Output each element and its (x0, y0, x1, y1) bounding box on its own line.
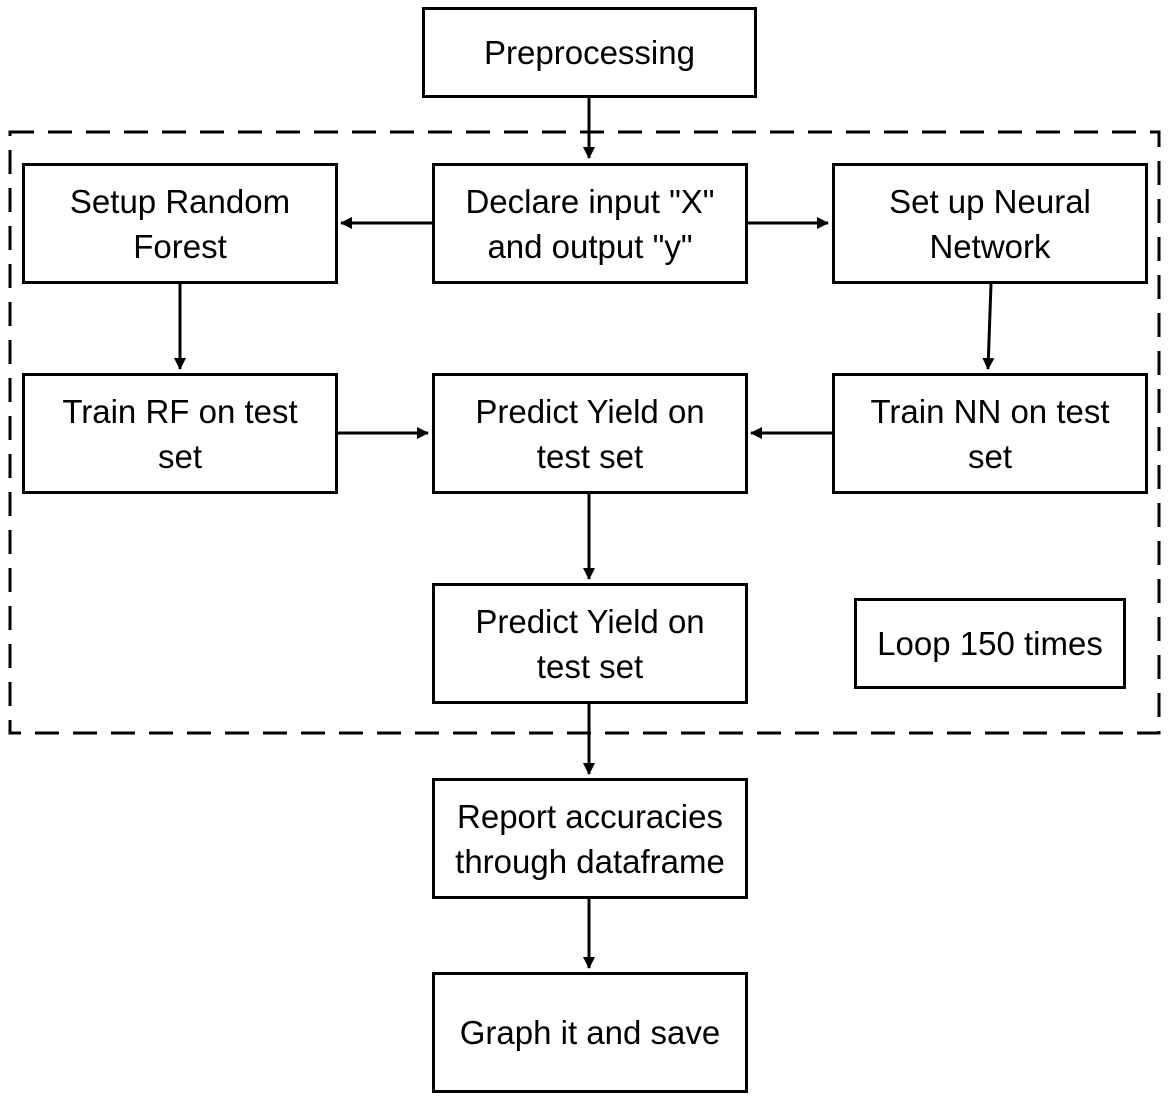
node-label-line-1: Predict Yield on (475, 602, 705, 640)
node-label: Graph it and save (459, 1014, 721, 1051)
node-graph-and-save: Graph it and save (432, 972, 748, 1093)
node-report-accuracies: Report accuracies through dataframe (432, 778, 748, 899)
node-label-line-1: Train RF on test (62, 392, 298, 430)
node-label-line-2: set (967, 437, 1013, 475)
node-label: Preprocessing (484, 34, 695, 71)
node-setup-neural-network: Set up Neural Network (832, 163, 1148, 284)
node-label-line-2: and output "y" (487, 227, 693, 265)
node-train-rf: Train RF on test set (22, 373, 338, 494)
node-label-line-1: Setup Random (69, 182, 291, 220)
node-preprocessing: Preprocessing (422, 7, 757, 98)
node-label-line-2: through dataframe (455, 842, 725, 880)
node-label-line-2: test set (536, 647, 644, 685)
node-declare-input-output: Declare input "X" and output "y" (432, 163, 748, 284)
node-label-line-2: Forest (133, 227, 227, 265)
loop-label: Loop 150 times (877, 625, 1103, 662)
node-label-line-1: Train NN on test (870, 392, 1110, 430)
node-predict-yield-upper: Predict Yield on test set (432, 373, 748, 494)
node-train-nn: Train NN on test set (832, 373, 1148, 494)
arrow-setup-nn-to-train-nn (982, 283, 995, 370)
node-label-line-1: Predict Yield on (475, 392, 705, 430)
node-label-line-1: Declare input "X" (465, 182, 715, 220)
node-label-line-2: set (157, 437, 202, 475)
loop-label-box: Loop 150 times (854, 598, 1126, 689)
node-label-line-1: Set up Neural (889, 182, 1091, 220)
node-label-line-2: Network (929, 227, 1051, 265)
node-label-line-1: Report accuracies (457, 797, 723, 835)
node-predict-yield-lower: Predict Yield on test set (432, 583, 748, 704)
loop-region-dashed-border (8, 130, 1161, 735)
node-label-line-2: test set (536, 437, 644, 475)
node-setup-random-forest: Setup Random Forest (22, 163, 338, 284)
